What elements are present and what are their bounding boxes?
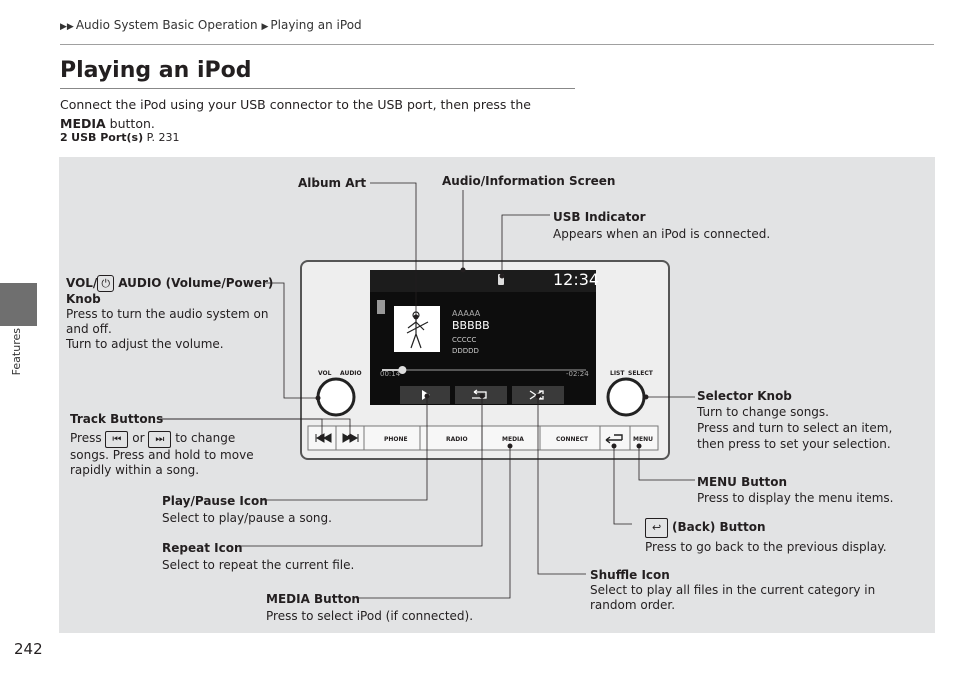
vol-title-c: Knob [66,292,101,306]
vol-title-b: AUDIO (Volume/Power) [114,276,274,290]
button-bar [307,425,659,451]
breadcrumb-arrow-icon: ▶▶ [60,22,74,32]
play-title: Play/Pause Icon [162,494,268,508]
callout-lines [160,182,695,599]
breadcrumb-arrow-icon: ▶ [261,22,269,32]
breadcrumb-item[interactable]: Audio System Basic Operation [75,18,258,32]
media-button-label: MEDIA Button Press to select iPod (if co… [266,591,473,625]
selector-title: Selector Knob [697,389,792,403]
track-press: Press [70,431,102,445]
header-divider [60,44,934,45]
intro-bold-word: MEDIA [60,116,106,131]
repeat-desc: Select to repeat the current file. [162,558,355,572]
xref-page: P. 231 [146,131,180,144]
intro-text: Connect the iPod using your USB connecto… [60,97,531,112]
audio-screen-label: Audio/Information Screen [442,174,615,189]
vol-desc-2: and off. [66,322,112,336]
shuffle-title: Shuffle Icon [590,568,670,582]
menu-title: MENU Button [697,475,788,489]
repeat-glyph-icon [472,389,487,399]
source-icon [377,300,385,314]
selector-desc-3: then press to set your selection. [697,437,891,451]
intro-paragraph: Connect the iPod using your USB connecto… [60,95,580,133]
xref-label[interactable]: USB Port(s) [71,131,144,144]
album-art-title: Album Art [298,176,367,190]
progress-handle[interactable] [398,366,407,374]
play-desc: Select to play/pause a song. [162,511,332,525]
vol-title-a: VOL/ [66,276,98,290]
track-line-4: DDDDD [452,347,479,355]
volume-knob-label: VOL/⏻ AUDIO (Volume/Power) Knob Press to… [66,275,273,352]
progress-track [382,369,586,371]
usb-indicator-title: USB Indicator [553,210,646,224]
track-line-3: CCCCC [452,336,477,344]
section-tab [0,283,37,326]
screen-status-bar [370,270,596,292]
track-change: to change [175,431,236,445]
repeat-title: Repeat Icon [162,541,243,555]
selector-desc-1: Turn to change songs. [697,405,829,419]
audio-label: AUDIO [340,370,362,377]
album-art [394,306,440,352]
list-label: LIST [610,370,625,377]
phone-button[interactable]: PHONE [384,436,408,443]
selector-knob[interactable] [606,377,646,417]
menu-button-label: MENU Button Press to display the menu it… [697,474,893,506]
menu-desc: Press to display the menu items. [697,491,894,505]
media-title: MEDIA Button [266,592,360,606]
back-button-icon[interactable] [605,434,623,444]
track-buttons-desc: Press ⏮ or ⏭ to change songs. Press and … [70,431,254,478]
track-or: or [132,431,145,445]
track-line-1: AAAAA [452,309,481,318]
screen-clock: 12:34 [553,270,600,289]
skip-back-icon: ⏮ [105,431,129,448]
track-line-2: BBBBB [452,319,490,332]
callout-dots [315,267,649,449]
selector-knob-label: Selector Knob Turn to change songs. Pres… [697,388,892,452]
back-button-label: ↩ (Back) Button Press to go back to the … [645,518,887,556]
time-elapsed: 00:14 [380,370,401,378]
play-pause-label: Play/Pause Icon Select to play/pause a s… [162,493,332,527]
audio-screen-title: Audio/Information Screen [442,174,616,188]
select-label: SELECT [628,370,653,377]
radio-button[interactable]: RADIO [446,436,468,443]
connect-button[interactable]: CONNECT [556,436,589,443]
breadcrumb: ▶▶Audio System Basic Operation ▶Playing … [60,18,362,32]
breadcrumb-item[interactable]: Playing an iPod [270,18,362,32]
power-icon: ⏻ [97,275,115,292]
cross-reference[interactable]: 2 USB Port(s) P. 231 [60,131,180,144]
track-desc-2: songs. Press and hold to move [70,448,254,462]
album-art-label: Album Art [298,176,366,191]
shuffle-label: Shuffle Icon Select to play all files in… [590,568,875,613]
volume-power-knob[interactable] [316,377,356,417]
vol-desc-1: Press to turn the audio system on [66,307,269,321]
repeat-label: Repeat Icon Select to repeat the current… [162,540,354,574]
usb-indicator-label: USB Indicator Appears when an iPod is co… [553,209,770,243]
vol-desc-3: Turn to adjust the volume. [66,337,224,351]
track-title: Track Buttons [70,412,164,426]
skip-forward-icon: ⏭ [148,431,172,448]
back-arrow-icon: ↩ [645,518,669,538]
intro-text-end: button. [105,116,155,131]
menu-button[interactable]: MENU [633,436,653,443]
media-desc: Press to select iPod (if connected). [266,609,474,623]
back-title: (Back) Button [672,520,766,534]
time-remaining: -02:24 [566,370,589,378]
vol-label: VOL [318,370,332,377]
xref-marker: 2 [60,131,68,144]
page-title: Playing an iPod [60,58,252,83]
title-divider [60,88,575,89]
usb-indicator-desc: Appears when an iPod is connected. [553,227,771,241]
shuffle-desc-1: Select to play all files in the current … [590,583,876,597]
track-desc-3: rapidly within a song. [70,463,200,477]
track-buttons-title: Track Buttons [70,412,163,427]
selector-desc-2: Press and turn to select an item, [697,421,893,435]
shuffle-desc-2: random order. [590,598,676,612]
page-number: 242 [14,640,43,658]
media-button[interactable]: MEDIA [502,436,524,443]
progress-fill [382,369,403,371]
back-desc: Press to go back to the previous display… [645,540,887,554]
